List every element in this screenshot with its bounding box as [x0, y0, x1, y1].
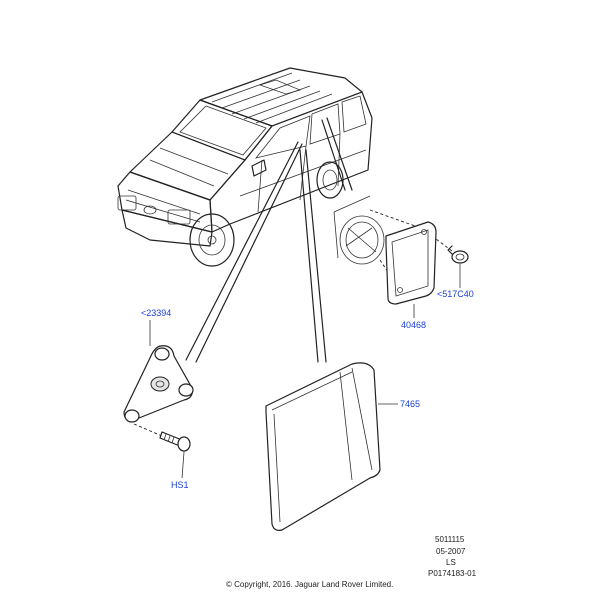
leader-lines	[185, 117, 353, 363]
callout-clip[interactable]: <517C40	[437, 289, 474, 299]
reference-date: 05-2007	[436, 547, 466, 556]
reference-code: 5011115	[435, 535, 465, 544]
callout-bracket[interactable]: <23394	[141, 308, 172, 318]
door-inner-assembly	[333, 195, 457, 291]
cover-plate-40468	[385, 221, 437, 305]
reference-initials: LS	[446, 558, 456, 567]
bolt-hs1	[133, 423, 191, 452]
callout-panel[interactable]: 7465	[400, 399, 421, 409]
copyright-notice: © Copyright, 2016. Jaguar Land Rover Lim…	[226, 580, 394, 589]
trim-panel-7465	[265, 362, 381, 531]
clip-517c40	[447, 245, 469, 264]
vehicle-illustration	[117, 67, 373, 267]
callout-plate[interactable]: 40468	[401, 320, 427, 330]
illustration-number: P0174183-01	[428, 569, 477, 578]
callout-leaders	[149, 264, 461, 479]
callout-bolt[interactable]: HS1	[171, 480, 189, 490]
bracket-23394	[123, 345, 194, 423]
